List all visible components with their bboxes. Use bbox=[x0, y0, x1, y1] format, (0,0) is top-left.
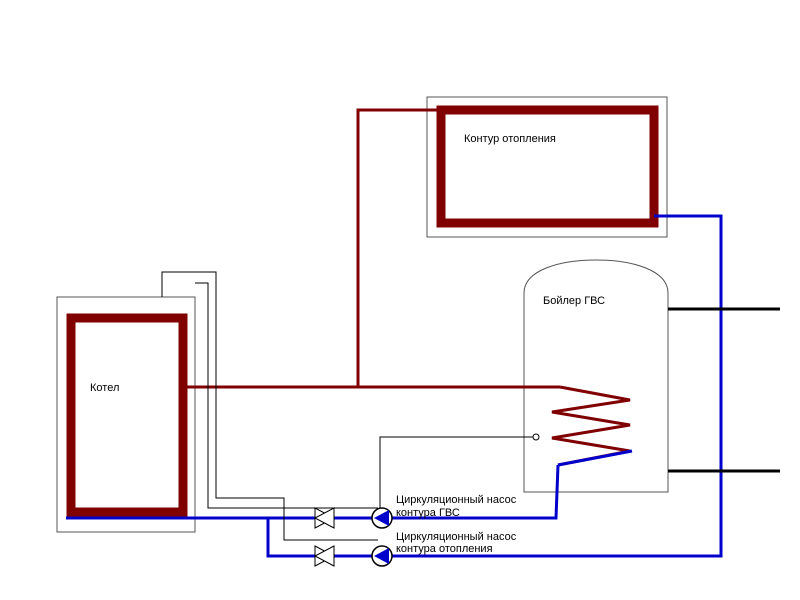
heating-return-pipe bbox=[266, 214, 723, 558]
boiler-body bbox=[66, 313, 188, 517]
dhw-pump-label-line2: контура ГВС bbox=[396, 507, 460, 519]
dhw-tank-label: Бойлер ГВС bbox=[543, 295, 606, 307]
boiler-label: Котел bbox=[90, 382, 120, 394]
dhw-pump-label-line1: Циркуляционный насос bbox=[396, 494, 517, 506]
heating-pump-label-line2: контура отопления bbox=[396, 543, 493, 555]
tank-temperature-sensor bbox=[532, 433, 540, 441]
circulation-pump-icon bbox=[371, 507, 393, 529]
boiler-outer-frame bbox=[56, 296, 196, 533]
heating-circuit-label: Контур отопления bbox=[464, 133, 556, 145]
coil-return-outlet bbox=[557, 449, 633, 467]
check-valve-icon bbox=[313, 507, 336, 529]
heating-circuit-radiator bbox=[436, 105, 659, 228]
heating-supply-riser bbox=[356, 108, 441, 387]
check-valve-icon bbox=[313, 545, 336, 567]
dhw-return-pipe bbox=[66, 464, 560, 520]
heating-pump-label-line1: Циркуляционный насос bbox=[396, 531, 517, 543]
circulation-pump-icon bbox=[371, 545, 393, 567]
control-wire-dhw-pump bbox=[195, 282, 378, 509]
tank-sensor-wire bbox=[379, 436, 536, 512]
heating-circuit-outer-frame bbox=[426, 96, 668, 238]
dhw-tank-body bbox=[523, 259, 669, 493]
control-wire-heating-pump bbox=[161, 271, 378, 541]
